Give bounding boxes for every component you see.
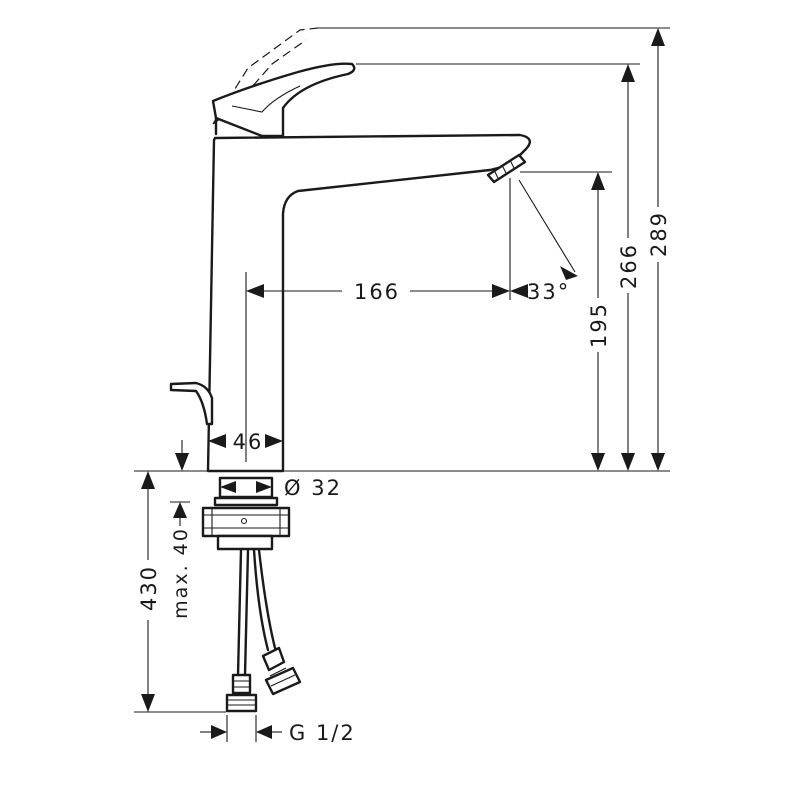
dimension-labels: 289 266 195 166 33° 46 Ø 32 max. 40 430 … (137, 211, 671, 745)
dim-connection-thread: G 1/2 (289, 721, 356, 745)
dim-lever-height: 266 (617, 243, 641, 289)
dim-spout-height: 195 (587, 302, 611, 348)
dim-shank-diameter: Ø 32 (284, 476, 342, 500)
dim-body-width: 46 (233, 430, 264, 454)
supply-hoses (225, 548, 302, 713)
dim-below-depth: 430 (137, 565, 161, 611)
dim-spout-angle: 33° (527, 280, 570, 304)
dim-spout-reach: 166 (354, 280, 400, 304)
mounting-assembly (201, 476, 291, 551)
aerator (486, 153, 527, 184)
lever-handle (211, 62, 356, 138)
faucet-body (206, 133, 532, 473)
popup-rod (169, 381, 214, 426)
faucet (169, 27, 532, 713)
extension-lines (134, 27, 670, 713)
dim-total-height: 289 (647, 211, 671, 257)
lever-handle-edge (231, 85, 301, 113)
dim-max-thickness: max. 40 (170, 527, 192, 619)
dimension-lines (141, 28, 665, 742)
